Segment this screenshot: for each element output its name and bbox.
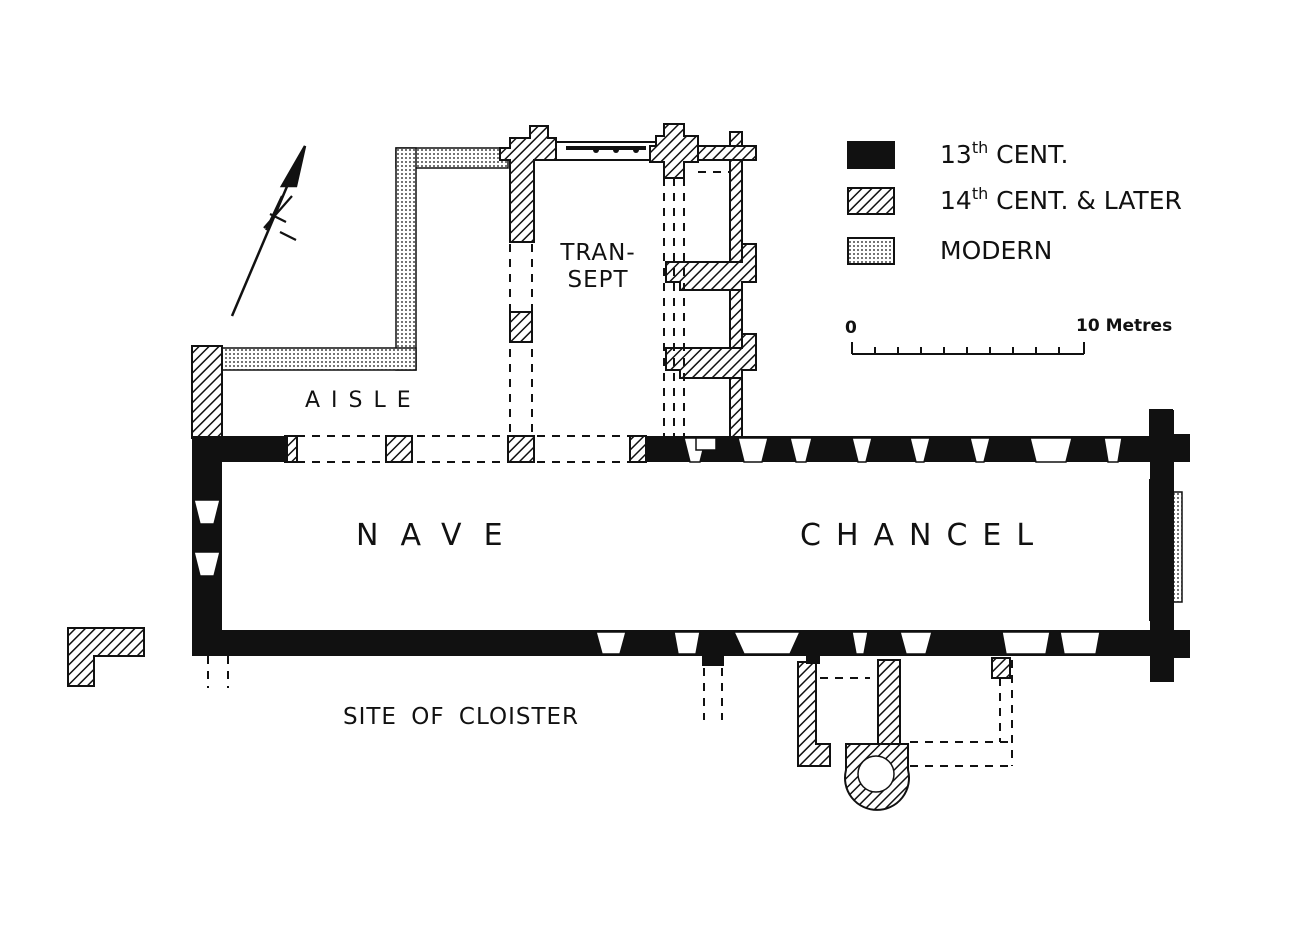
label-transept-line2: SEPT [567,267,629,293]
transept-north-wall-detail [566,146,646,153]
east-wall [1150,436,1174,656]
north-window-5 [909,437,931,463]
legend-label-13th: 13th CENT. [940,138,1068,169]
se-corner [1150,656,1174,682]
legend-swatch-modern [847,237,895,265]
buttress-2 [665,333,757,379]
legend-swatch-14th [847,187,895,215]
north-window-7 [1029,437,1073,463]
north-window-3 [789,437,813,463]
modern-wall-aisle-top [221,347,417,371]
south-window-3 [732,631,802,655]
scale-end-label: 10 Metres [1076,316,1173,336]
conjectural-lines [207,171,1013,767]
legend-13th-text: CENT. [988,140,1069,169]
legend-13th-sup: th [971,138,989,157]
label-chancel: CHANCEL [800,518,1049,553]
north-door [695,437,717,451]
west-window-2 [193,551,221,577]
transept-north-wall [555,141,657,161]
legend-14th-prefix: 14 [940,186,972,215]
scale-bar [851,342,1085,355]
transept-east-pier [649,123,699,179]
window-openings [193,437,1123,655]
north-window-4 [851,437,873,463]
label-nave: NAVE [356,518,525,553]
legend-label-14th: 14th CENT. & LATER [940,184,1182,215]
south-annex-wall [806,630,820,664]
modern-wall-north-vertical [395,147,417,371]
nave-east-pier [629,435,647,463]
stair-newel [857,755,895,793]
thirteenth-century-walls [192,410,1190,682]
north-window-8 [1103,437,1123,463]
transept-pier-mid [509,311,533,343]
legend-label-modern: MODERN [940,236,1052,265]
south-window-1 [595,631,627,655]
west-wall [192,436,222,656]
legend-swatch-13th [847,141,895,169]
south-annex-pier [877,659,901,745]
east-buttress-south [1174,630,1190,658]
south-window-7 [1059,631,1101,655]
label-aisle: AISLE [305,388,422,413]
south-buttress [991,657,1011,679]
ne-corner [1150,410,1174,436]
later-walls [67,123,1173,811]
legend-14th-text: CENT. & LATER [988,186,1182,215]
north-arrow-icon [230,145,307,317]
legend-modern-text: MODERN [940,236,1053,265]
aisle-pier-2 [385,435,413,463]
transept-ne-cap [697,145,757,161]
label-transept-line1: TRAN- [560,240,636,266]
south-window-2 [673,631,701,655]
sedilia-wall [702,650,724,666]
north-window-6 [969,437,991,463]
legend-13th-prefix: 13 [940,140,972,169]
east-buttress-north [1174,434,1190,462]
transept-west-pier [499,125,557,243]
scale-start-label: 0 [845,318,857,338]
north-window-2 [737,437,769,463]
buttress-1 [665,243,757,291]
aisle-west-corner [191,345,223,439]
south-window-5 [899,631,933,655]
south-window-6 [1001,631,1051,655]
legend-14th-sup: th [971,184,989,203]
label-site-of-cloister: SITE OF CLOISTER [343,704,580,730]
south-wall [192,630,1154,656]
label-transept: TRAN- SEPT [548,240,648,294]
legend-swatches [847,141,895,265]
south-window-4 [851,631,869,655]
west-window-1 [193,499,221,525]
north-wall-chancel [646,436,1154,462]
aisle-pier-3 [507,435,535,463]
west-fragment [67,627,145,687]
